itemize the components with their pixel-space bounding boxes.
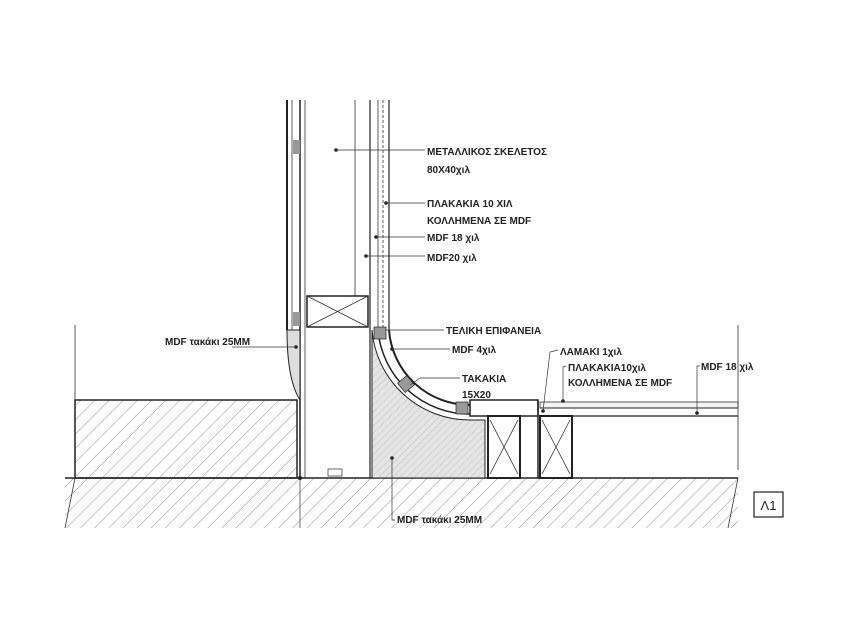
label-metal-frame: ΜΕΤΑΛΛΙΚΟΣ ΣΚΕΛΕΤΟΣ [427, 147, 547, 158]
label-metal-frame-size: 80Χ40χιλ [427, 165, 470, 176]
label-blocks-size: 15Χ20 [462, 390, 491, 401]
label-mdf-block-bottom: MDF τακάκι 25MM [397, 515, 482, 526]
wall-section [286, 100, 390, 478]
label-wall-tiles-glued: ΚΟΛΛΗΜΕΝΑ ΣΕ MDF [427, 216, 531, 227]
label-mdf4: MDF 4χιλ [452, 345, 497, 356]
label-blocks: ΤΑΚΑΚΙΑ [462, 374, 506, 385]
label-wall-mdf18: MDF 18 χιλ [427, 233, 480, 244]
label-floor-mdf18: MDF 18 χιλ [701, 362, 754, 373]
leader-lines [232, 148, 700, 528]
left-mdf-block [286, 329, 301, 402]
label-final-surface: ΤΕΛΙΚΗ ΕΠΙΦΑΝΕΙΑ [446, 326, 541, 337]
label-floor-tiles-glued: ΚΟΛΛΗΜΕΝΑ ΣΕ MDF [568, 378, 672, 389]
floor-block-2 [539, 415, 573, 479]
metal-frame-box [306, 295, 369, 328]
label-strip: ΛΑΜΑΚΙ 1χιλ [560, 347, 622, 358]
label-mdf-block-left: MDF τακάκι 25MM [165, 337, 250, 348]
curved-cove [371, 326, 486, 479]
floor-slab [64, 477, 739, 529]
label-floor-tiles: ΠΛΑΚΑΚΙΑ10χιλ [568, 363, 646, 374]
label-wall-tiles: ΠΛΑΚΑΚΙΑ 10 ΧΙΛ [427, 199, 513, 210]
floor-block-1 [487, 415, 521, 479]
detail-tag: Λ1 [753, 491, 784, 518]
floor-buildup [469, 325, 739, 479]
detail-tag-label: Λ1 [761, 498, 777, 513]
left-screed-block [74, 325, 298, 479]
label-wall-mdf20: MDF20 χιλ [427, 253, 477, 264]
